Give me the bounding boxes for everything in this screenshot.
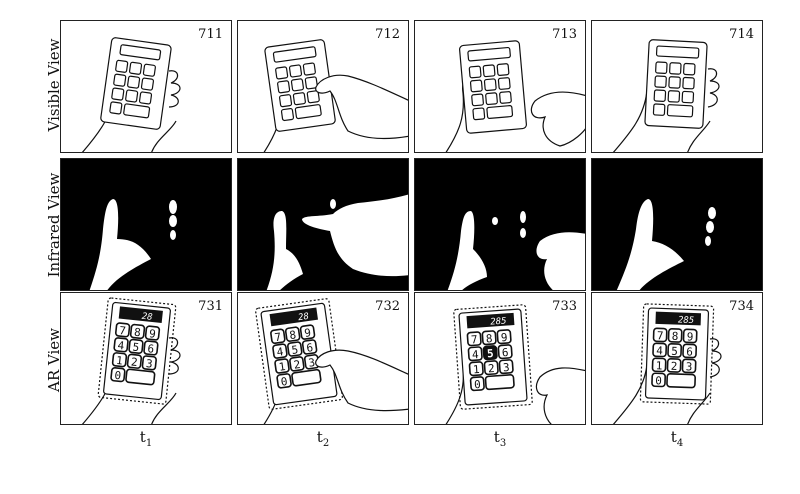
ar-display-value: 285 [678, 316, 695, 327]
ar-hand-calculator-4: 7 8 9 4 5 6 1 2 3 0 285 [612, 303, 722, 424]
visible-panel-1: 711 [60, 20, 232, 153]
time-label-3: t3 [493, 428, 507, 449]
ar-hand-calculator-1: 7 8 9 4 5 6 1 2 3 0 28 [81, 297, 181, 424]
key-9: 9 [687, 330, 694, 343]
key-8: 8 [133, 326, 141, 340]
visible-hand-calculator-1 [81, 37, 181, 152]
key-8: 8 [672, 330, 679, 343]
key-5: 5 [132, 341, 140, 355]
ar-panel-4: 7 8 9 4 5 6 1 2 3 0 285 734 [591, 292, 763, 425]
panel-number: 712 [375, 27, 400, 42]
key-9: 9 [148, 327, 156, 341]
ar-panel-1: 7 8 9 4 5 6 1 2 3 0 28 731 [60, 292, 232, 425]
panel-number: 731 [198, 299, 223, 314]
infrared-panel-3 [414, 158, 586, 291]
ar-display-value: 28 [297, 312, 309, 323]
key-6: 6 [501, 346, 509, 359]
panel-number: 711 [198, 27, 223, 42]
panel-number: 714 [729, 27, 754, 42]
key-0: 0 [114, 369, 122, 383]
key-3: 3 [145, 357, 153, 371]
key-7: 7 [119, 324, 127, 338]
infrared-panel-1 [60, 158, 232, 291]
visible-hand-calculator-2 [263, 39, 408, 152]
key-0: 0 [474, 378, 482, 391]
panel-number: 733 [552, 299, 577, 314]
visible-panel-4: 714 [591, 20, 763, 153]
visible-hand-calculator-3 [445, 40, 585, 152]
infrared-silhouette-4 [616, 199, 716, 290]
time-label-2: t2 [316, 428, 330, 449]
key-4: 4 [117, 339, 125, 353]
panel-number: 732 [375, 299, 400, 314]
key-3: 3 [308, 356, 316, 370]
key-7: 7 [274, 330, 282, 344]
visible-panel-2: 712 [237, 20, 409, 153]
key-0: 0 [655, 374, 662, 387]
key-8: 8 [485, 332, 493, 345]
ar-display-value: 28 [141, 312, 153, 323]
key-6: 6 [147, 342, 155, 356]
infrared-silhouette-2 [266, 194, 408, 290]
time-label-1: t1 [139, 428, 153, 449]
ar-panel-3: 7 8 9 4 5 6 1 2 3 0 285 733 [414, 292, 586, 425]
key-5-highlighted: 5 [487, 347, 495, 360]
key-0: 0 [280, 375, 288, 389]
key-2: 2 [671, 360, 678, 373]
key-6: 6 [686, 345, 693, 358]
key-1: 1 [278, 360, 286, 374]
ar-hand-calculator-2: 7 8 9 4 5 6 1 2 3 0 28 [255, 298, 408, 424]
infrared-silhouette-1 [89, 199, 177, 290]
key-2: 2 [293, 358, 301, 372]
ar-hand-calculator-3: 7 8 9 4 5 6 1 2 3 0 285 [445, 304, 585, 424]
key-8: 8 [289, 328, 297, 342]
key-5: 5 [671, 345, 678, 358]
key-2: 2 [488, 362, 496, 375]
key-7: 7 [470, 333, 478, 346]
key-1: 1 [656, 359, 663, 372]
time-label-4: t4 [670, 428, 684, 449]
key-3: 3 [503, 361, 511, 374]
key-4: 4 [472, 348, 480, 361]
panel-number: 734 [729, 299, 754, 314]
infrared-panel-4 [591, 158, 763, 291]
key-4: 4 [276, 345, 285, 359]
ar-panel-2: 7 8 9 4 5 6 1 2 3 0 28 732 [237, 292, 409, 425]
key-7: 7 [657, 329, 664, 342]
key-4: 4 [656, 344, 663, 357]
infrared-panel-2 [237, 158, 409, 291]
ar-display-value: 285 [490, 316, 507, 327]
key-9: 9 [500, 331, 508, 344]
key-3: 3 [686, 360, 693, 373]
key-5: 5 [291, 343, 299, 357]
key-1: 1 [473, 363, 481, 376]
key-6: 6 [306, 341, 314, 355]
infrared-silhouette-3 [447, 211, 585, 290]
key-2: 2 [130, 355, 138, 369]
key-9: 9 [303, 326, 311, 340]
key-1: 1 [115, 354, 123, 368]
panel-number: 713 [552, 27, 577, 42]
visible-panel-3: 713 [414, 20, 586, 153]
visible-hand-calculator-4 [612, 39, 720, 152]
